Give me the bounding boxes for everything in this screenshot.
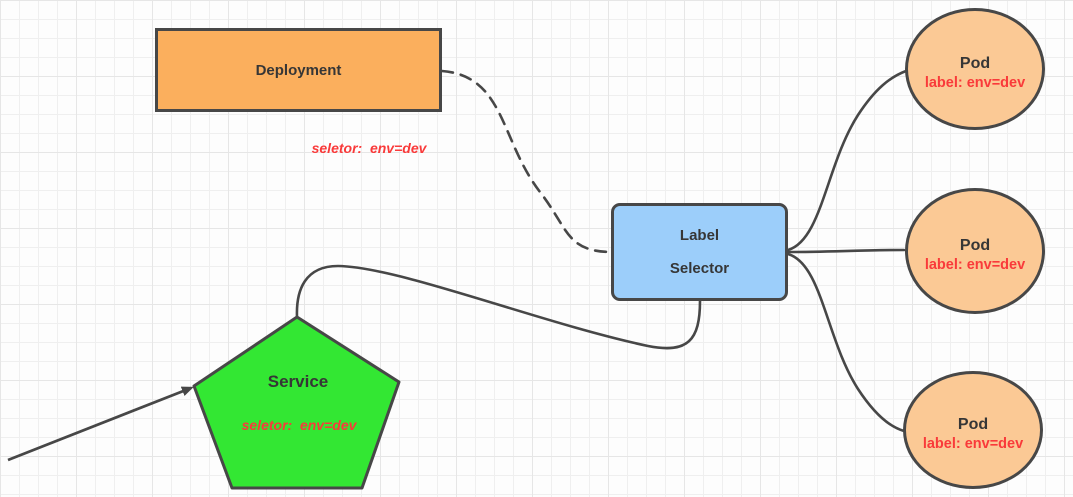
selector-to-pod3-connector[interactable]	[786, 252, 906, 433]
pod-label: label: env=dev	[924, 256, 1026, 273]
service-to-selector-connector[interactable]	[295, 264, 702, 350]
deployment-selector-note: seletor: env=dev	[311, 140, 427, 156]
label-selector-line2: Selector	[669, 259, 730, 277]
pod-label: label: env=dev	[922, 435, 1024, 452]
selector-to-pod1-connector[interactable]	[786, 69, 908, 252]
pod-node-1[interactable]: Pod label: env=dev	[905, 8, 1045, 130]
pod-node-3[interactable]: Pod label: env=dev	[903, 371, 1043, 489]
selector-to-pod2-connector[interactable]	[786, 248, 906, 254]
pod-title: Pod	[959, 54, 991, 72]
service-label: Service	[267, 372, 329, 391]
service-pentagon-shape[interactable]	[192, 315, 401, 490]
deployment-to-selector-connector[interactable]	[440, 69, 612, 254]
inbound-traffic-arrow[interactable]	[7, 386, 194, 462]
deployment-label: Deployment	[255, 61, 342, 79]
service-selector-note: seletor: env=dev	[241, 417, 357, 433]
deployment-node[interactable]: Deployment	[155, 28, 442, 112]
pod-title: Pod	[959, 236, 991, 254]
label-selector-line1: Label	[679, 227, 720, 245]
label-selector-node[interactable]: Label Selector	[611, 203, 788, 301]
pod-node-2[interactable]: Pod label: env=dev	[905, 188, 1045, 314]
pod-title: Pod	[957, 415, 989, 433]
pod-label: label: env=dev	[924, 74, 1026, 91]
